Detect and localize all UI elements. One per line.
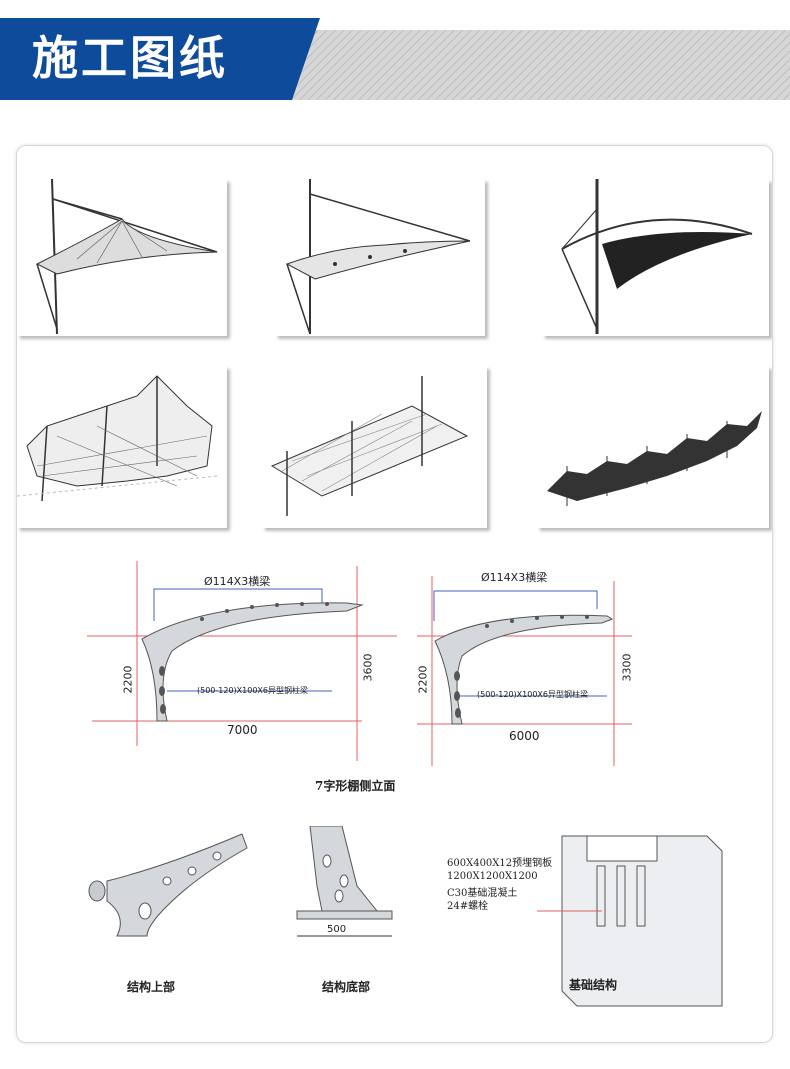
membrane-sketch-4 (17, 366, 227, 528)
bottom-structure-caption: 结构底部 (322, 980, 371, 994)
drawings-card: Ø114X3横梁 (500-120)X100X6异型钢柱梁 2200 3600 … (16, 145, 773, 1043)
right-height-left: 2200 (416, 665, 430, 694)
membrane-sketch-2-drawing (285, 179, 471, 335)
top-structure-caption: 结构上部 (127, 980, 176, 994)
membrane-sketch-3-drawing (561, 179, 753, 334)
foundation-spec-3: C30基础混凝土 (447, 888, 518, 899)
membrane-sketch-6 (537, 366, 769, 528)
membrane-sketch-4-drawing (17, 375, 218, 502)
membrane-sketch-6-drawing (547, 411, 762, 506)
membrane-sketch-1-drawing (35, 179, 218, 335)
left-span-label: 7000 (227, 723, 258, 737)
right-span-label: 6000 (509, 729, 540, 743)
foundation-spec-1: 600X400X12预埋钢板 (447, 858, 553, 869)
detail-lines (88, 826, 723, 1007)
left-beam-label: Ø114X3横梁 (204, 575, 271, 588)
bottom-dim-label: 500 (327, 924, 347, 935)
membrane-sketch-1 (17, 179, 227, 336)
left-height-left: 2200 (121, 665, 135, 694)
elevation-caption: 7字形棚侧立面 (315, 779, 396, 793)
right-height-right: 3300 (620, 653, 634, 682)
page-title: 施工图纸 (32, 31, 228, 85)
right-column-label: (500-120)X100X6异型钢柱梁 (477, 690, 588, 699)
foundation-spec-4: 24#螺栓 (447, 901, 489, 912)
right-beam-label: Ø114X3横梁 (481, 571, 548, 584)
membrane-sketch-2 (275, 179, 485, 336)
foundation-spec-2: 1200X1200X1200 (447, 871, 538, 882)
left-column-label: (500-120)X100X6异型钢柱梁 (197, 686, 308, 695)
section-header: 施工图纸 (0, 0, 790, 100)
membrane-sketch-5-drawing (270, 376, 469, 516)
foundation-caption: 基础结构 (569, 978, 618, 992)
elevation-lines (87, 561, 632, 766)
membrane-sketch-5 (262, 366, 487, 528)
membrane-sketch-3 (542, 179, 769, 336)
elevation-drawing: Ø114X3横梁 (500-120)X100X6异型钢柱梁 2200 3600 … (17, 561, 772, 821)
header-banner (0, 18, 790, 100)
detail-drawings: 500 600X400X12预埋钢板 1200X1200X1200 C30基础混… (17, 826, 772, 1026)
left-height-right: 3600 (361, 653, 375, 682)
